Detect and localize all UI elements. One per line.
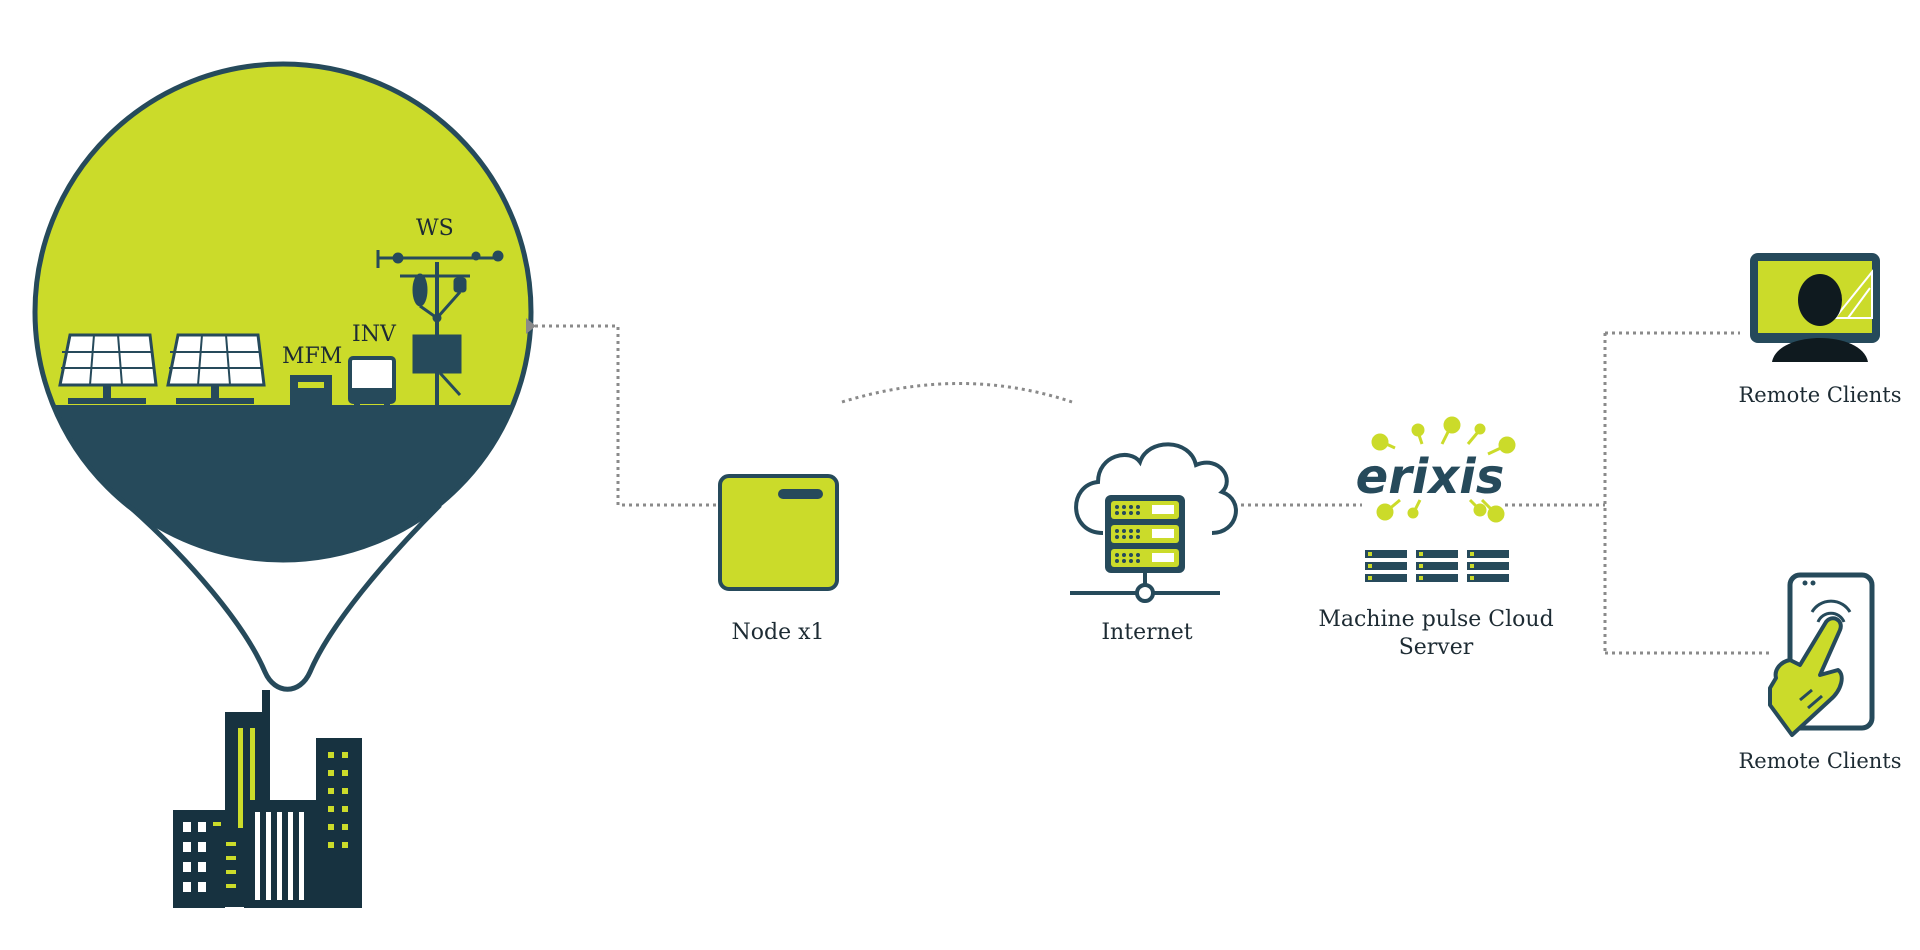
internet-label: Internet: [1101, 620, 1193, 645]
inv-label: INV: [352, 322, 396, 347]
balloon-tail: [126, 503, 442, 692]
ws-label: WS: [416, 216, 454, 241]
gateway-box-icon: [718, 474, 839, 591]
cloud-server-icon: [1070, 442, 1238, 603]
cloud-server-label: Machine pulse Cloud Server: [1318, 606, 1553, 662]
arrow-icon: [526, 318, 536, 334]
cloud-server-label-line1: Machine pulse Cloud: [1318, 607, 1554, 632]
erixis-logo: erixis: [1356, 416, 1516, 523]
site-balloon: [32, 61, 534, 692]
connector-lines: [535, 324, 1770, 655]
weather-station-icon: [376, 250, 504, 410]
inverter-icon: [348, 356, 396, 406]
cloud-server-label-line2: Server: [1398, 635, 1474, 660]
cloud-to-clients-line: [1505, 331, 1770, 655]
wireless-link-arc: [841, 382, 1073, 404]
mfm-label: MFM: [282, 344, 343, 369]
mfm-meter-icon: [290, 375, 332, 407]
solar-panel-icon: [58, 333, 158, 404]
remote-clients-desktop-label: Remote Clients: [1738, 383, 1902, 407]
smartphone-touch-icon: [1768, 572, 1875, 737]
erixis-logo-text: erixis: [1356, 449, 1505, 505]
site-to-node-line: [535, 324, 718, 507]
monitor-user-icon: [1750, 253, 1880, 362]
remote-clients-mobile-label: Remote Clients: [1738, 749, 1902, 773]
city-buildings-icon: [173, 690, 362, 908]
node-label: Node x1: [731, 620, 825, 645]
solar-panel-icon: [166, 333, 266, 404]
server-rack-icon: [1365, 550, 1509, 582]
ground: [35, 405, 531, 560]
